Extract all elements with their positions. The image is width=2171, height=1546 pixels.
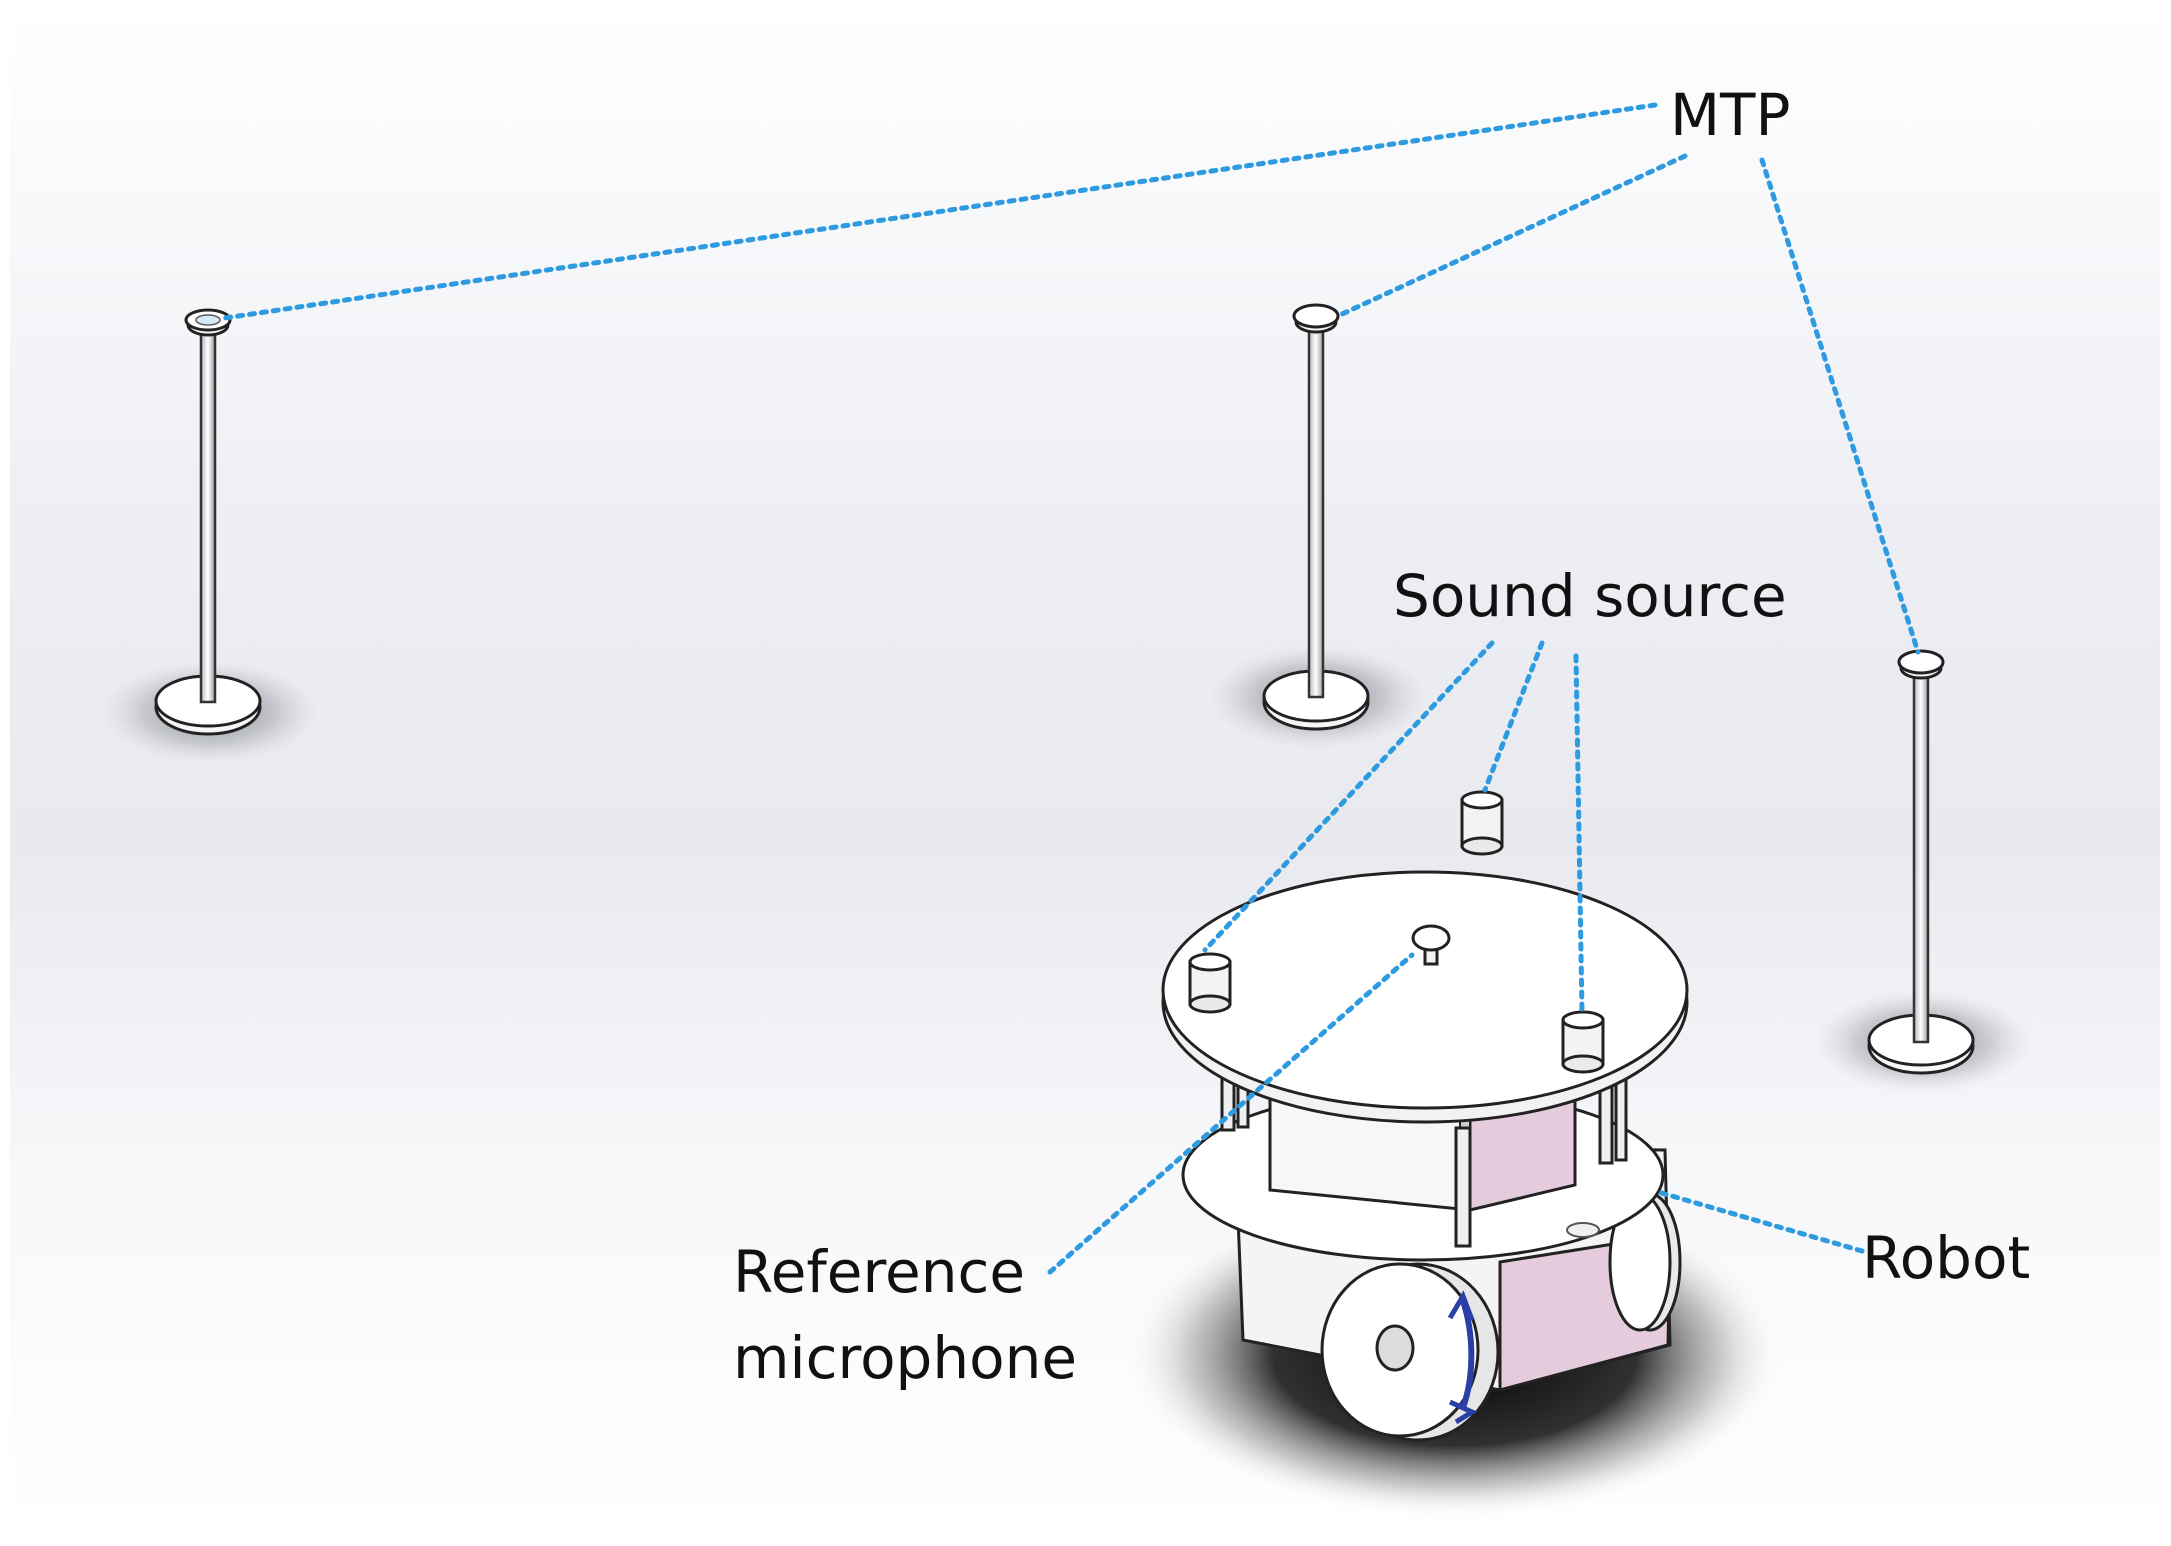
sound-callout-back: [1482, 640, 1545, 793]
mtp-callout-left: [222, 102, 1658, 321]
robot: [1125, 790, 1785, 1520]
sound-source-right: [1561, 1010, 1605, 1074]
label-mtp: MTP: [1670, 81, 1791, 149]
mtp-stand-middle: [1208, 303, 1428, 749]
label-reference-microphone: Reference microphone: [733, 1229, 1077, 1401]
mtp-stand-left: [100, 308, 320, 764]
robot-wheel-left: [1320, 1262, 1500, 1442]
mtp-callout-right: [1759, 157, 1921, 655]
reference-microphone: [1411, 924, 1451, 966]
label-reference-line2: microphone: [733, 1324, 1078, 1392]
reference-callout: [1047, 952, 1415, 1275]
background-floor: [10, 12, 2160, 1530]
robot-top-plate: [1161, 870, 1689, 1110]
label-sound-source: Sound source: [1393, 562, 1787, 630]
label-reference-line1: Reference: [733, 1238, 1026, 1306]
robot-callout: [1655, 1189, 1865, 1254]
sound-callout-right: [1573, 653, 1585, 1015]
mtp-stand-right: [1813, 649, 2033, 1094]
robot-wheel-right: [1608, 1192, 1682, 1332]
label-robot: Robot: [1862, 1224, 2031, 1292]
callout-lines: [222, 102, 1921, 1275]
sound-source-left: [1188, 952, 1232, 1014]
sound-callout-left: [1202, 640, 1495, 953]
sound-source-back: [1460, 790, 1504, 856]
mtp-callout-middle: [1337, 153, 1688, 318]
